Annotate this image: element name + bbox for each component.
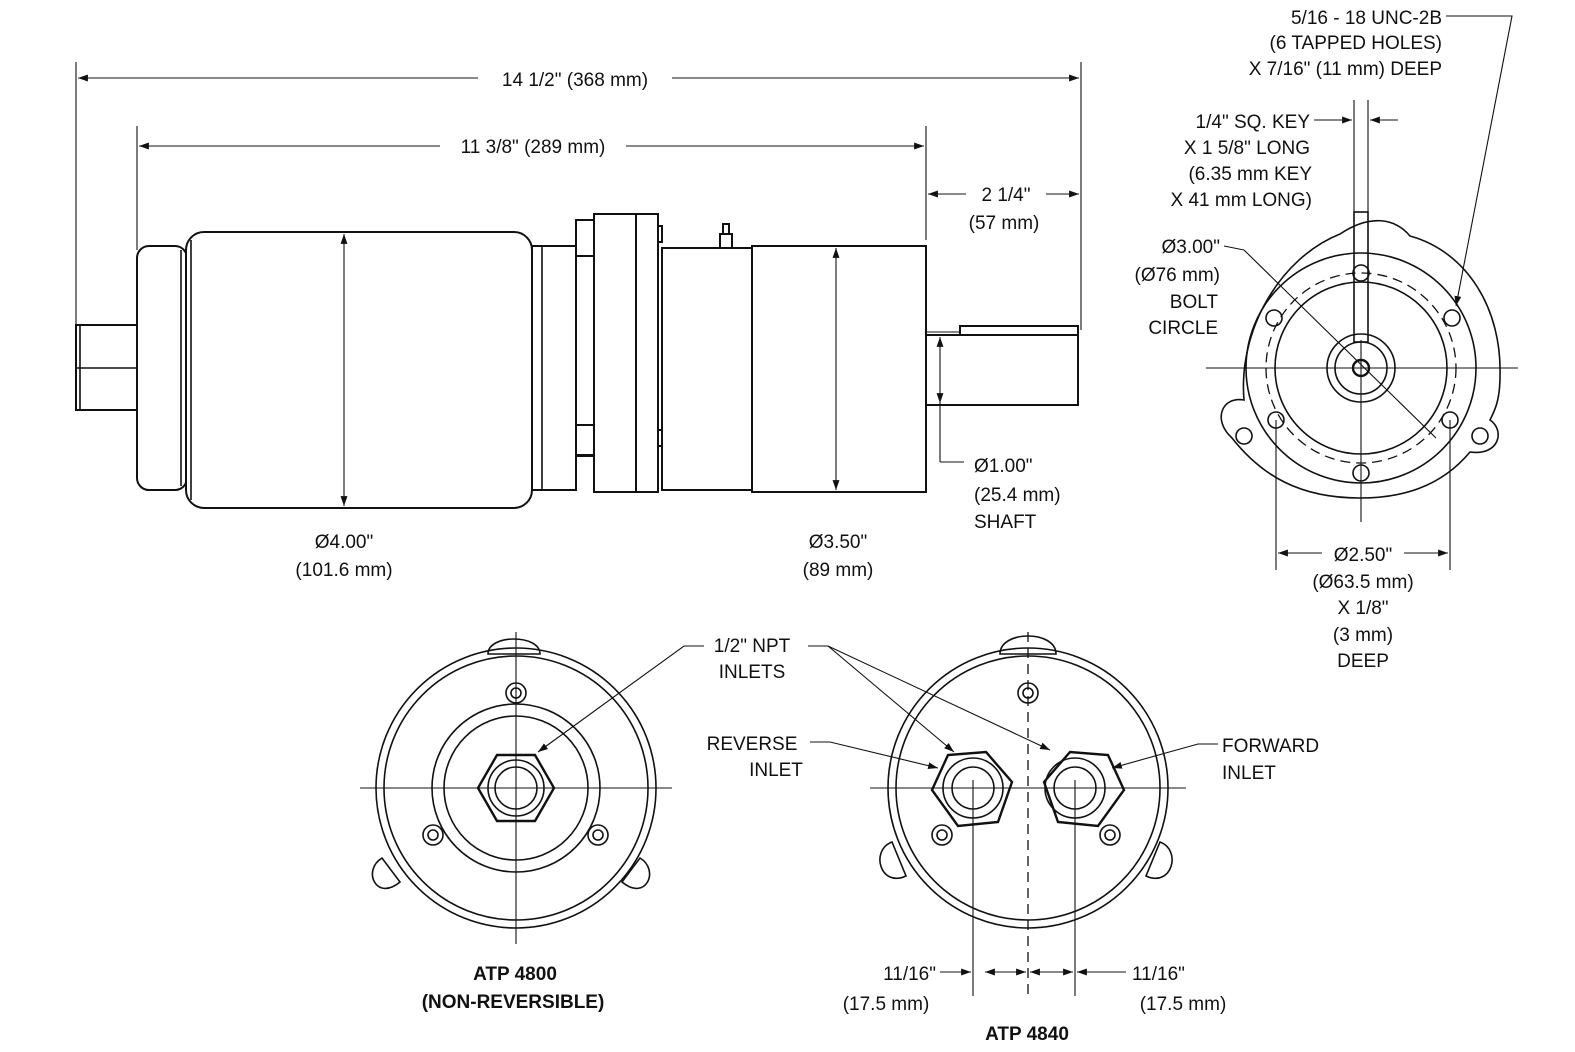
shaft-key-end bbox=[1353, 211, 1369, 343]
key-length-label: X 1 5/8" LONG bbox=[1184, 138, 1310, 159]
overall-length-label: 14 1/2" (368 mm) bbox=[502, 70, 648, 91]
motor-body bbox=[185, 231, 533, 509]
shaft-extension-mm-label: (57 mm) bbox=[969, 213, 1040, 234]
pilot-deep-label: DEEP bbox=[1337, 651, 1389, 672]
npt-label: 1/2" NPT bbox=[714, 636, 791, 657]
tap-leader bbox=[1446, 15, 1513, 307]
key-mm-length-label: X 41 mm LONG) bbox=[1171, 190, 1312, 211]
offset-right-mm-label: (17.5 mm) bbox=[1140, 994, 1227, 1015]
atp-4800-view: ATP 4800 (NON-REVERSIBLE) bbox=[360, 632, 672, 1013]
forward-label: FORWARD bbox=[1222, 736, 1319, 757]
tap-depth-label: X 7/16" (11 mm) DEEP bbox=[1249, 59, 1442, 80]
pilot-diameter-mm-label: (Ø63.5 mm) bbox=[1312, 572, 1413, 593]
adapter-ring bbox=[531, 245, 577, 491]
offset-right-label: 11/16" bbox=[1132, 964, 1185, 985]
body-length-label: 11 3/8" (289 mm) bbox=[461, 137, 606, 158]
gear-housing-neck bbox=[661, 247, 753, 491]
shaft-label: SHAFT bbox=[974, 512, 1037, 533]
offset-left-mm-label: (17.5 mm) bbox=[843, 994, 930, 1015]
bolt-label: BOLT bbox=[1170, 292, 1219, 313]
motor-end-cap bbox=[136, 245, 188, 491]
key-size-label: 1/4" SQ. KEY bbox=[1196, 112, 1311, 133]
tap-count-label: (6 TAPPED HOLES) bbox=[1270, 33, 1442, 54]
npt-inlets-callout: 1/2" NPT INLETS bbox=[537, 636, 1051, 753]
side-view: 14 1/2" (368 mm) 11 3/8" (289 mm) 2 1/4"… bbox=[75, 62, 1082, 581]
atp-4840-title: ATP 4840 bbox=[985, 1024, 1069, 1045]
gear-diameter-mm-label: (89 mm) bbox=[803, 560, 874, 581]
shaft-diameter-mm-label: (25.4 mm) bbox=[974, 485, 1061, 506]
pilot-depth-mm-label: (3 mm) bbox=[1333, 625, 1393, 646]
bolt-circle-dia-label: Ø3.00" bbox=[1161, 237, 1220, 258]
pilot-diameter-label: Ø2.50" bbox=[1334, 545, 1393, 566]
shaft-end-view: 1/4" SQ. KEY X 1 5/8" LONG (6.35 mm KEY … bbox=[1135, 8, 1518, 672]
atp-4800-subtitle: (NON-REVERSIBLE) bbox=[422, 992, 605, 1013]
gear-flange bbox=[593, 213, 637, 493]
bolt-circle-mm-label: (Ø76 mm) bbox=[1135, 265, 1221, 286]
reverse-label: REVERSE bbox=[707, 734, 798, 755]
forward-inlet-label: INLET bbox=[1222, 763, 1276, 784]
inlets-label: INLETS bbox=[719, 662, 786, 683]
tap-size-label: 5/16 - 18 UNC-2B bbox=[1291, 8, 1442, 29]
mounting-flange-outline bbox=[1220, 219, 1501, 499]
shaft-key bbox=[959, 325, 1079, 336]
atp-4840-view: REVERSE INLET FORWARD INLET 11/16" (17.5… bbox=[707, 632, 1319, 1045]
pilot-depth-label: X 1/8" bbox=[1337, 598, 1388, 619]
reverse-fitting-hex bbox=[930, 750, 1014, 828]
circle-label: CIRCLE bbox=[1148, 318, 1218, 339]
bolt-circle-leader bbox=[1243, 249, 1437, 439]
shaft-diameter-label: Ø1.00" bbox=[974, 456, 1033, 477]
grease-fitting bbox=[719, 233, 733, 249]
motor-diameter-mm-label: (101.6 mm) bbox=[295, 560, 392, 581]
shaft-extension-label: 2 1/4" bbox=[981, 185, 1030, 206]
output-shaft bbox=[925, 334, 1079, 406]
key-mm-label: (6.35 mm KEY bbox=[1188, 164, 1312, 185]
atp-4800-title: ATP 4800 bbox=[473, 964, 557, 985]
offset-left-label: 11/16" bbox=[883, 964, 936, 985]
gear-housing bbox=[751, 245, 927, 493]
forward-fitting-hex bbox=[1042, 750, 1126, 828]
gear-diameter-label: Ø3.50" bbox=[809, 532, 868, 553]
motor-diameter-label: Ø4.00" bbox=[315, 532, 374, 553]
reverse-inlet-label: INLET bbox=[749, 760, 803, 781]
